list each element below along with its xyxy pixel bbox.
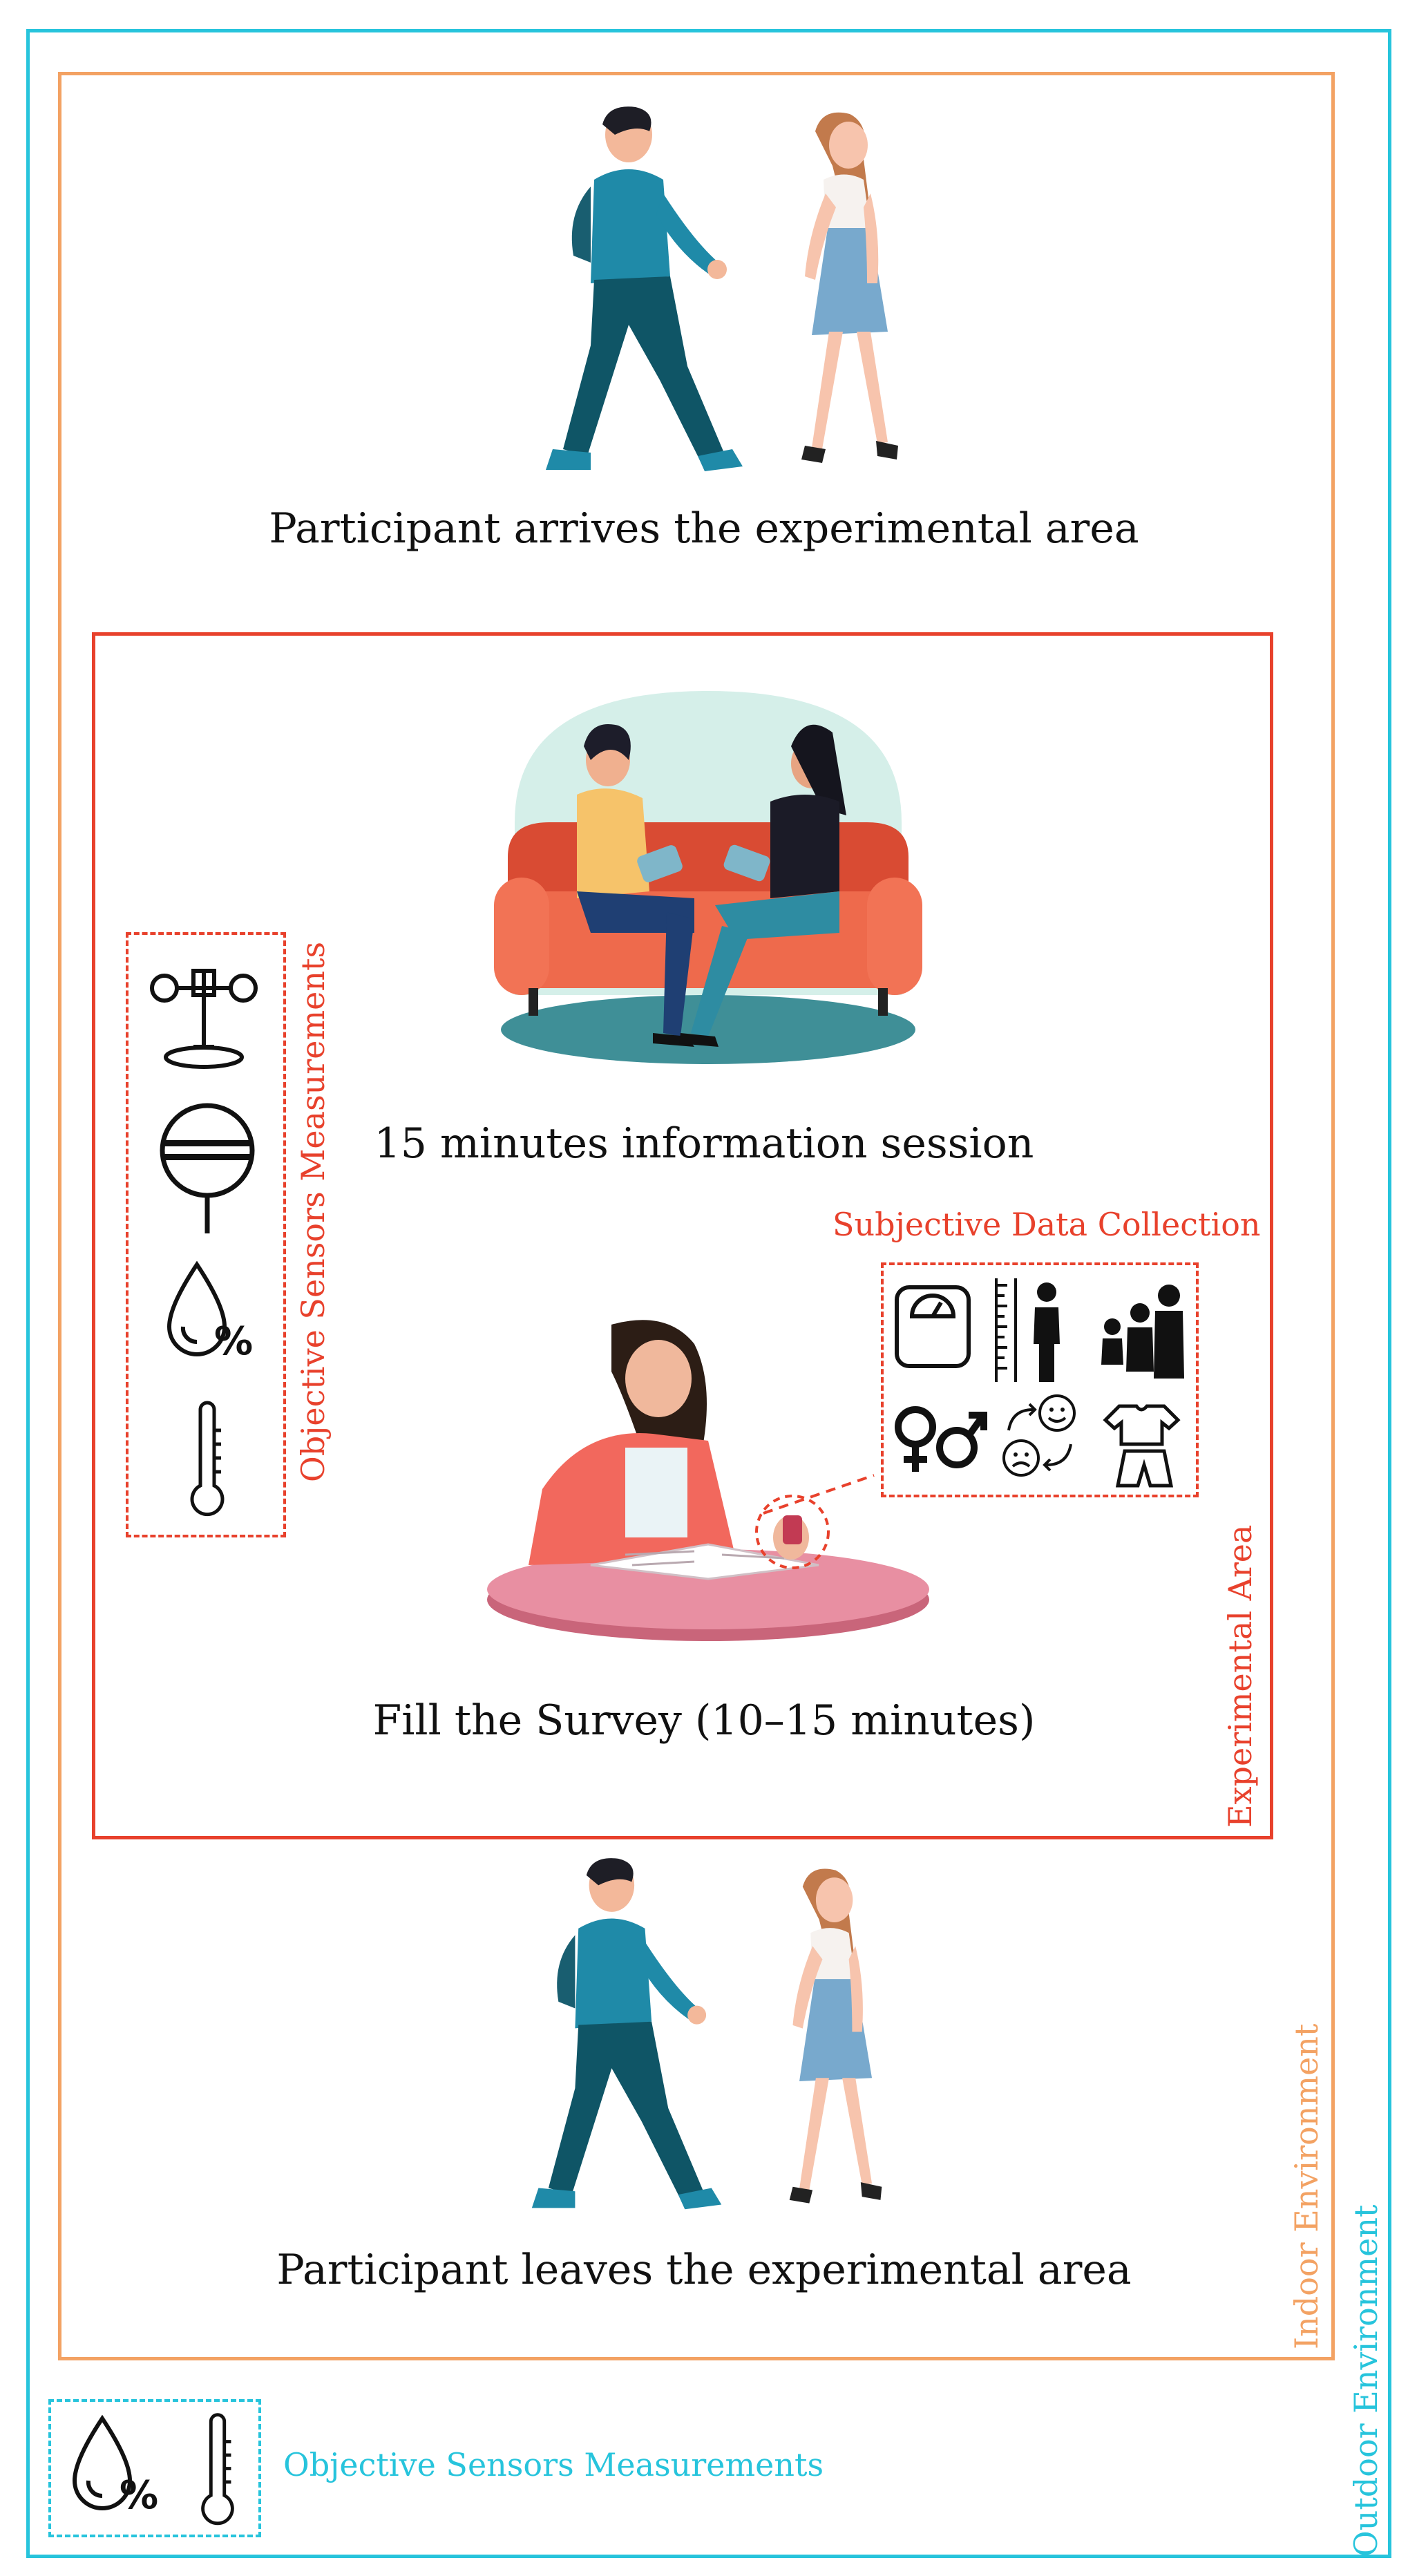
svg-text:%: % xyxy=(120,2473,158,2518)
leave-caption: Participant leaves the experimental area xyxy=(276,2246,1132,2294)
age-group-icon xyxy=(1101,1285,1184,1379)
arrive-caption: Participant arrives the experimental are… xyxy=(269,504,1139,553)
weight-scale-icon xyxy=(895,1285,971,1368)
indoor-sensors-box xyxy=(126,932,286,1537)
walking-man-illustration xyxy=(546,106,743,471)
indoor-environment-label: Indoor Environment xyxy=(1288,2023,1325,2349)
anemometer-icon xyxy=(150,969,258,1069)
clothing-icon xyxy=(1103,1404,1181,1488)
outdoor-sensors-box xyxy=(48,2399,261,2537)
humidity-icon: % xyxy=(167,1260,253,1364)
outdoor-humidity-icon: % xyxy=(72,2414,158,2518)
outdoor-environment-frame xyxy=(26,29,1391,2558)
globe-thermometer-icon xyxy=(160,1103,255,1233)
walking-man-illustration-leaving xyxy=(531,1858,722,2210)
indoor-objective-label: Objective Sensors Measurements xyxy=(294,941,332,1482)
subjective-data-box xyxy=(881,1262,1199,1497)
svg-text:%: % xyxy=(214,1319,253,1364)
mood-icon xyxy=(1002,1394,1076,1477)
experimental-area-label: Experimental Area xyxy=(1221,1524,1259,1828)
indoor-environment-frame xyxy=(58,72,1335,2360)
outdoor-objective-label: Objective Sensors Measurements xyxy=(283,2446,824,2483)
outdoor-environment-label: Outdoor Environment xyxy=(1347,2204,1385,2557)
outdoor-thermometer-icon xyxy=(201,2413,234,2526)
survey-illustration xyxy=(487,1320,929,1641)
info-session-caption: 15 minutes information session xyxy=(374,1119,1034,1168)
height-icon xyxy=(995,1278,1060,1382)
thermometer-icon xyxy=(190,1401,225,1517)
experimental-area-frame xyxy=(92,632,1273,1839)
gender-icon xyxy=(895,1406,987,1472)
subjective-data-label: Subjective Data Collection xyxy=(833,1206,1261,1243)
walking-woman-illustration xyxy=(801,112,898,463)
survey-caption: Fill the Survey (10–15 minutes) xyxy=(372,1696,1036,1745)
information-session-illustration xyxy=(494,691,922,1064)
walking-woman-illustration-leaving xyxy=(789,1868,882,2204)
